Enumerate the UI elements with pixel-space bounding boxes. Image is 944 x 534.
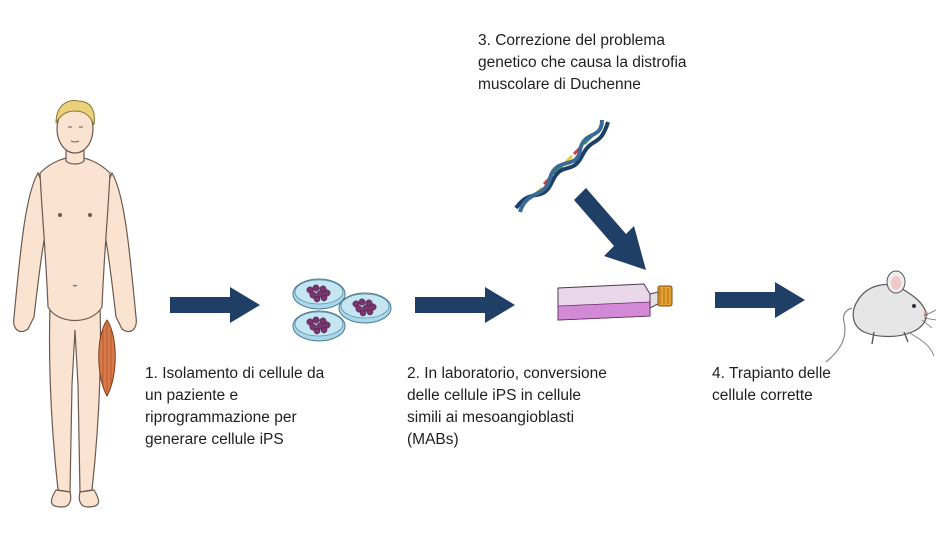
step-1-label: 1. Isolamento di cellule da un paziente … (145, 365, 325, 448)
arrow-icon (574, 188, 646, 270)
petri-dishes-icon (292, 278, 392, 342)
hair (55, 100, 95, 126)
mouse-icon (825, 270, 937, 363)
human-body-icon (13, 100, 137, 508)
arrow-icon (170, 287, 260, 323)
step-2-label: 2. In laboratorio, conversione delle cel… (407, 365, 607, 448)
step-3-label: 3. Correzione del problema genetico che … (478, 32, 687, 93)
culture-flask-icon (557, 283, 673, 321)
arrow-icon (715, 282, 805, 318)
arrow-icon (415, 287, 515, 323)
dna-helix-icon (514, 119, 610, 213)
step-4-label: 4. Trapianto delle cellule corrette (712, 365, 831, 404)
muscle-icon (98, 319, 116, 398)
